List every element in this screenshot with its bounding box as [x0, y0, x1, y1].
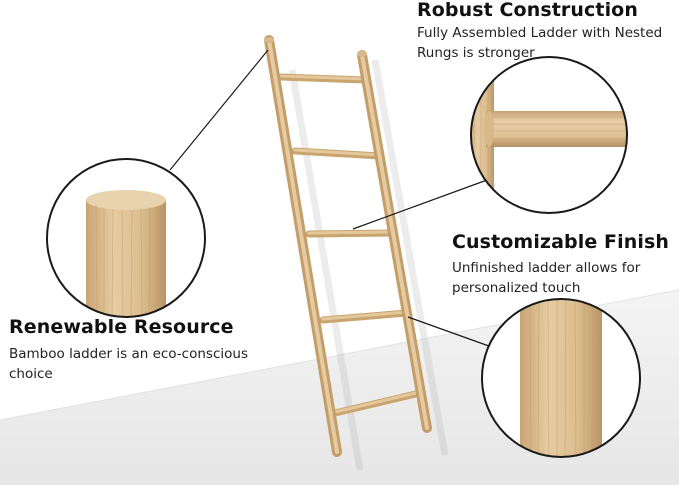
zoom-finish-icon [481, 298, 641, 458]
robust-construction-description: Fully Assembled Ladder with Nested Rungs… [417, 25, 663, 61]
renewable-resource-description: Bamboo ladder is an eco-conscious choice [9, 346, 248, 382]
robust-construction-title: Robust Construction [417, 0, 638, 21]
zoom-rung-icon [470, 56, 628, 214]
renewable-resource-title: Renewable Resource [9, 316, 234, 338]
callout-lines [169, 49, 501, 351]
zoom-post-icon [46, 158, 206, 318]
customizable-finish-description: Unfinished ladder allows for personalize… [452, 260, 641, 296]
customizable-finish-title: Customizable Finish [452, 231, 669, 253]
ladder-shadow [288, 59, 449, 471]
ladder-icon [264, 35, 432, 457]
